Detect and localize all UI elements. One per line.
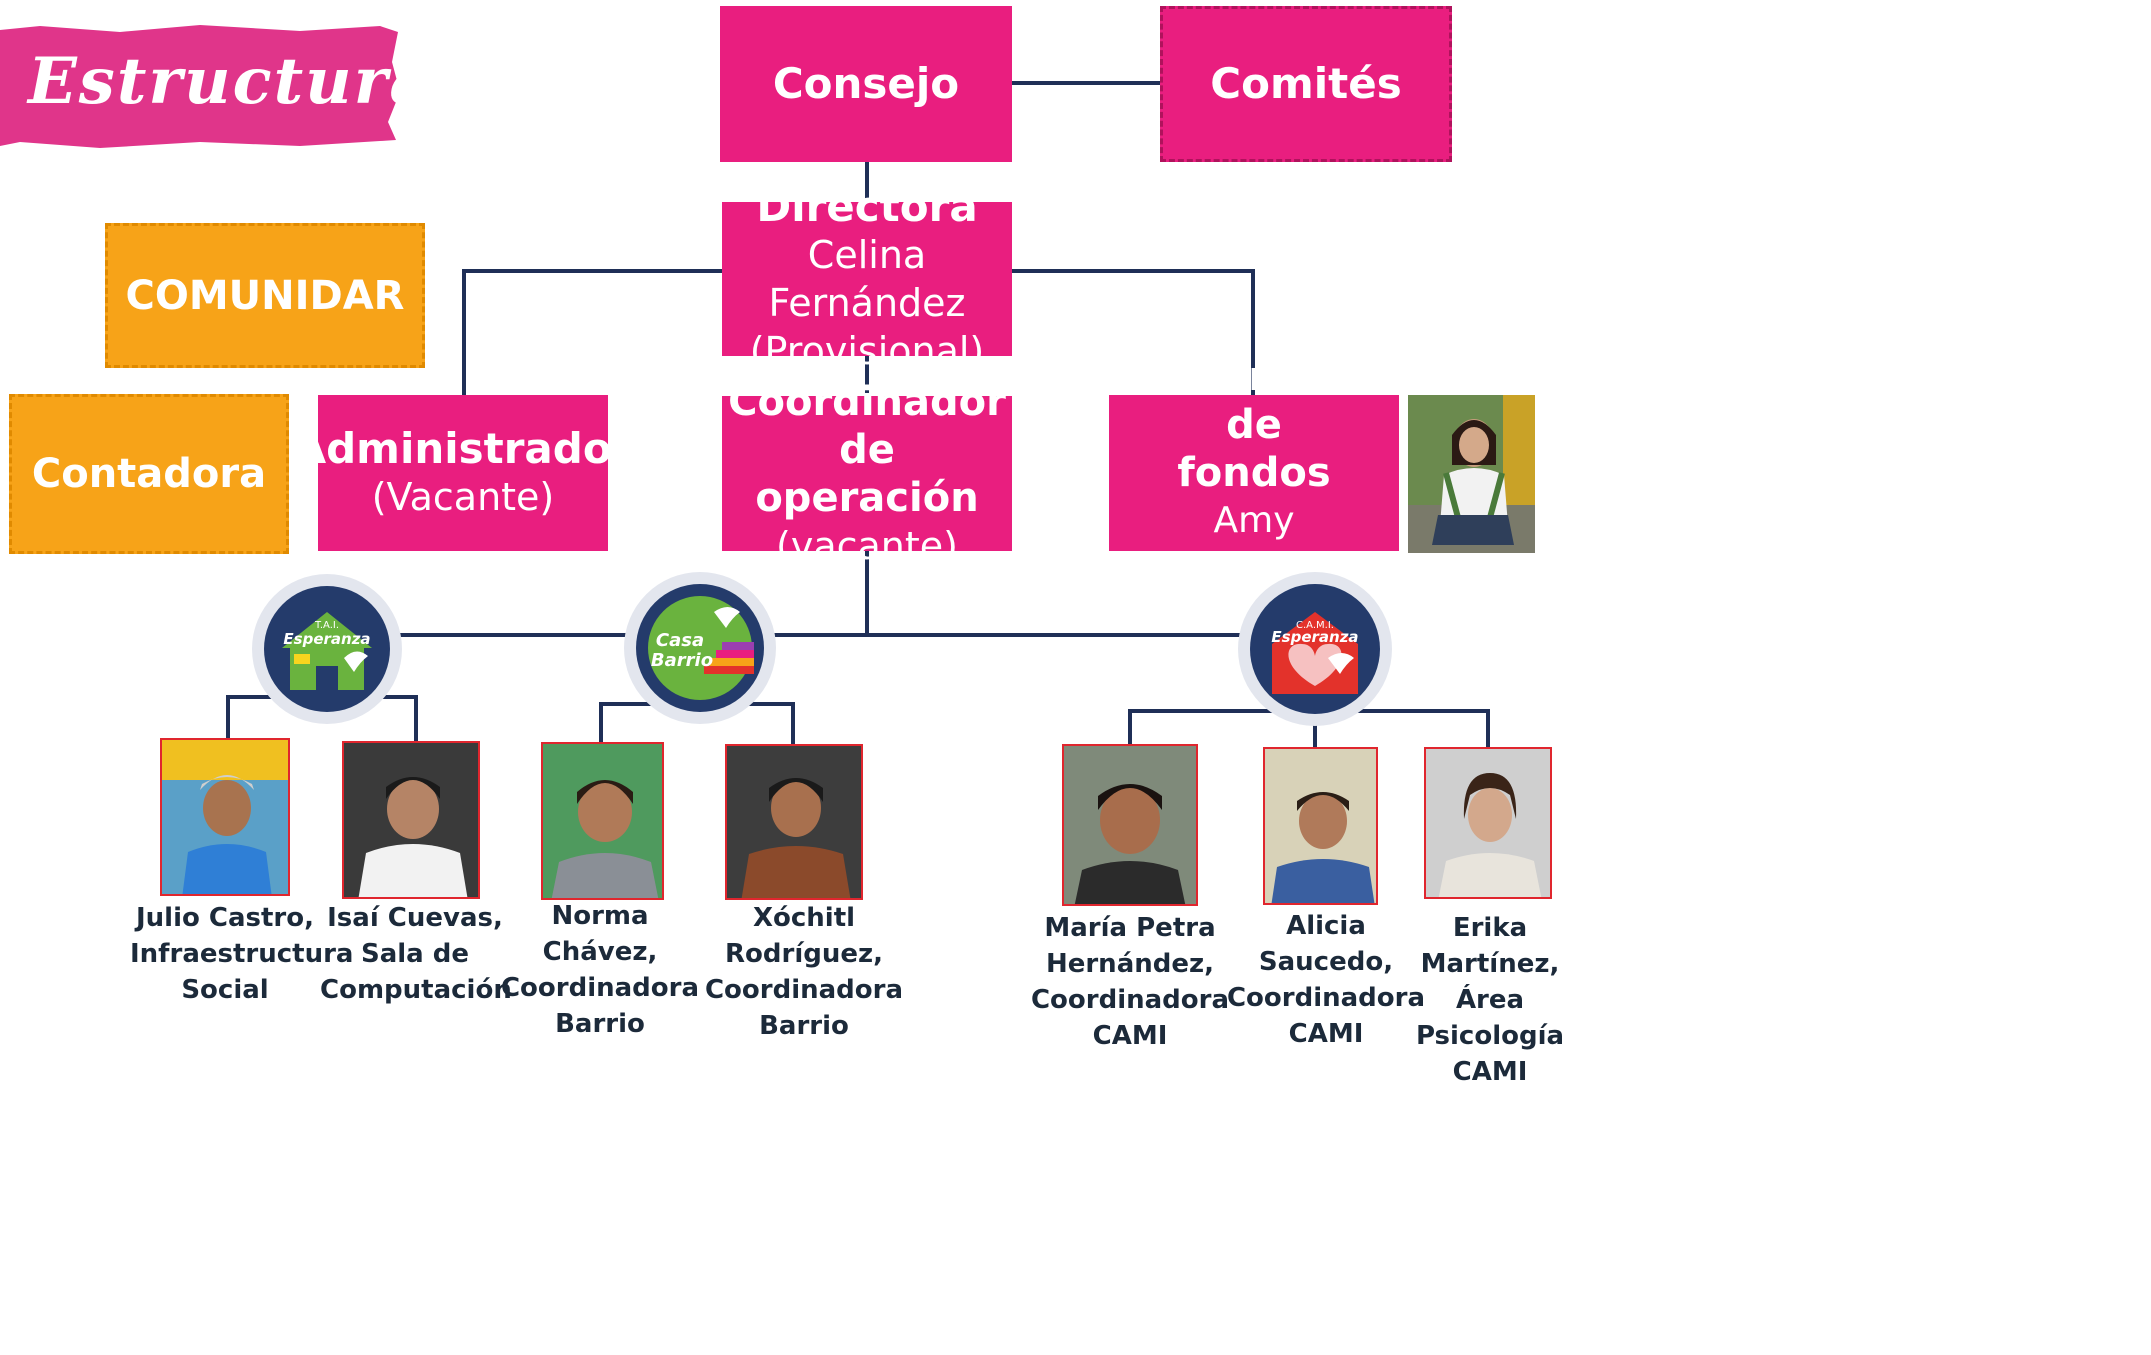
connector-directora-right xyxy=(1012,269,1255,273)
connector-consejo-comites xyxy=(1012,81,1160,85)
coordinador-note: (vacante) xyxy=(776,523,958,568)
procuracion-title-line1: Procuración de xyxy=(1119,354,1389,448)
caption-line: Erika Martínez, xyxy=(1420,913,1560,979)
consejo-box: Consejo xyxy=(720,6,1012,162)
caption-line: CAMI xyxy=(1288,1019,1364,1049)
caption-line: Isaí Cuevas, xyxy=(327,903,503,933)
connector-cami-left xyxy=(1128,709,1132,745)
administrador-box: Administrador (Vacante) xyxy=(294,395,632,551)
cami-esperanza-logo: C.A.M.I. Esperanza xyxy=(1238,572,1392,726)
contadora-title: Contadora xyxy=(31,451,267,497)
staff-caption-alicia: Alicia Saucedo, Coordinadora CAMI xyxy=(1226,908,1426,1052)
caption-line: Coordinadora xyxy=(704,975,904,1005)
tai-logo-line1: T.A.I. xyxy=(314,620,339,631)
connector-procuracion-vertical xyxy=(1251,269,1255,395)
caption-line: Computación xyxy=(320,975,512,1005)
brush-stroke xyxy=(0,25,400,148)
caption-line: Xóchitl Rodríguez, xyxy=(725,903,883,969)
stairs-icon xyxy=(704,607,754,674)
connector-tai-left xyxy=(226,695,230,739)
comites-box: Comités xyxy=(1160,6,1452,162)
coordinador-title-line2: operación xyxy=(755,474,979,521)
staff-caption-erika: Erika Martínez, Área Psicología CAMI xyxy=(1400,910,1580,1090)
caption-line: Alicia Saucedo, xyxy=(1258,911,1394,977)
directora-name: Celina Fernández xyxy=(768,233,966,325)
staff-caption-isai: Isaí Cuevas, Sala de Computación xyxy=(320,900,512,1008)
caption-line: Social xyxy=(181,975,269,1005)
contadora-box: Contadora xyxy=(9,394,289,554)
caption-line: Norma Chávez, xyxy=(542,901,658,967)
staff-photo-julio xyxy=(160,738,290,896)
caption-line: Coordinadora xyxy=(1226,983,1426,1013)
caption-line: Infraestructura xyxy=(130,939,354,969)
connector-tai-right xyxy=(414,695,418,741)
caption-line: Barrio xyxy=(555,1009,645,1039)
caption-line: Julio Castro, xyxy=(135,903,314,933)
connector-cami-mid xyxy=(1313,709,1317,747)
staff-caption-xochitl: Xóchitl Rodríguez, Coordinadora Barrio xyxy=(696,900,912,1044)
page-title: Estructura xyxy=(28,44,433,119)
connector-programs-horizontal xyxy=(330,633,1320,637)
comites-title: Comités xyxy=(1210,59,1402,108)
comunidar-title: COMUNIDAR xyxy=(125,272,405,319)
staff-caption-norma: Norma Chávez, Coordinadora Barrio xyxy=(500,898,700,1042)
connector-cami-right xyxy=(1486,709,1490,747)
caption-line: CAMI xyxy=(1452,1057,1528,1087)
heart-hands-icon xyxy=(1272,612,1358,694)
staff-caption-maria: María Petra Hernández, Coordinadora CAMI xyxy=(1022,910,1238,1054)
administrador-note: (Vacante) xyxy=(371,475,555,519)
directora-title: Directora xyxy=(756,182,978,231)
connector-coordinador-down xyxy=(865,551,869,637)
caption-line: Sala de xyxy=(360,939,470,969)
casa-barrio-logo: Casa Barrio xyxy=(624,572,776,724)
coordinador-box: Coordinador de operación (vacante) xyxy=(722,379,1012,568)
title-banner: Estructura xyxy=(0,22,431,150)
cami-logo-line1: C.A.M.I. xyxy=(1296,620,1334,631)
casa-logo-line1: Casa xyxy=(656,630,704,651)
coordinador-title-line1: Coordinador de xyxy=(728,378,1006,473)
caption-line: María Petra xyxy=(1044,913,1216,943)
staff-caption-julio: Julio Castro, Infraestructura Social xyxy=(130,900,354,1008)
connector-directora-left xyxy=(462,269,722,273)
consejo-title: Consejo xyxy=(772,59,960,108)
caption-line: Hernández, xyxy=(1045,949,1215,979)
connector-directora-coordinador xyxy=(865,356,869,396)
house-icon xyxy=(282,612,372,690)
directora-note: (Provisional) xyxy=(749,329,985,373)
casa-logo-line2: Barrio xyxy=(651,650,713,671)
tai-logo-line2: Esperanza xyxy=(283,630,370,648)
procuracion-photo xyxy=(1408,395,1535,553)
staff-photo-isai xyxy=(342,741,480,899)
staff-photo-maria xyxy=(1062,744,1198,906)
caption-line: Coordinadora xyxy=(500,973,700,1003)
caption-line: Área Psicología xyxy=(1415,985,1565,1051)
cami-logo-line2: Esperanza xyxy=(1271,628,1358,646)
connector-consejo-directora xyxy=(865,162,869,202)
connector-casa-right xyxy=(791,702,795,744)
staff-photo-alicia xyxy=(1263,747,1378,905)
directora-box: Directora Celina Fernández (Provisional) xyxy=(722,183,1012,373)
connector-admin-vertical xyxy=(462,269,466,395)
caption-line: Barrio xyxy=(759,1011,849,1041)
tai-esperanza-logo: T.A.I. Esperanza xyxy=(252,574,402,724)
procuracion-name: Amy Alburquerque xyxy=(1131,500,1377,589)
staff-photo-erika xyxy=(1424,747,1552,899)
staff-photo-xochitl xyxy=(725,744,863,900)
administrador-title: Administrador xyxy=(293,424,633,473)
caption-line: Coordinadora CAMI xyxy=(1030,985,1230,1051)
staff-photo-norma xyxy=(541,742,664,900)
procuracion-title-line2: fondos xyxy=(1177,450,1331,496)
comunidar-box: COMUNIDAR xyxy=(105,223,425,368)
procuracion-box: Procuración de fondos Amy Alburquerque xyxy=(1109,354,1399,589)
connector-casa-left xyxy=(599,702,603,742)
